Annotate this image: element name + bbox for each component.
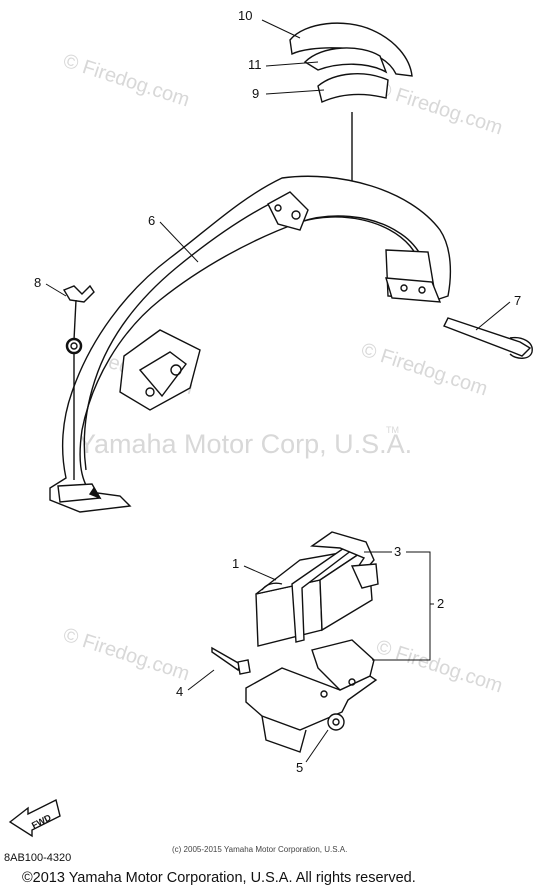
callout-6: 6: [148, 213, 155, 228]
screw-body: [211, 646, 241, 672]
rod-loop: [509, 336, 533, 359]
top-tab-hole-2: [274, 204, 282, 212]
top-tab-hole: [291, 210, 301, 220]
fwd-arrow-shape: [8, 798, 61, 838]
washer-outer: [65, 337, 83, 355]
watermark-firedog-5: © Firedog.com: [373, 636, 505, 698]
leader-2-bracket: [372, 551, 431, 661]
fender-front-bracket: [119, 329, 201, 411]
part-code: 8AB100-4320: [4, 852, 72, 864]
leader-10: [261, 19, 301, 39]
leader-1: [243, 565, 277, 581]
bracket-hole-b: [348, 678, 356, 686]
grommet-inner: [332, 718, 340, 726]
part-1-box: [255, 546, 373, 647]
watermark-tm: TM: [386, 425, 399, 435]
bracket-side: [261, 715, 307, 753]
main-copyright: ©2013 Yamaha Motor Corporation, U.S.A. A…: [22, 870, 416, 886]
leader-5: [305, 729, 329, 763]
leader-9: [265, 89, 325, 95]
fender-outline: [49, 175, 452, 513]
leader-4: [187, 669, 215, 691]
small-copyright: (c) 2005-2015 Yamaha Motor Corporation, …: [172, 845, 348, 854]
callout-2: 2: [437, 596, 444, 611]
wing-nut: [62, 284, 95, 303]
part-3-strap: [291, 531, 379, 643]
fender-inner-line: [83, 195, 287, 471]
callout-8: 8: [34, 275, 41, 290]
leader-7: [475, 301, 511, 331]
box-corner-top: [261, 582, 283, 591]
strap-hook: [350, 563, 379, 589]
washer-inner: [70, 342, 78, 350]
callout-7: 7: [514, 293, 521, 308]
part-2-bracket: [245, 639, 378, 753]
rear-bolt-hole-2: [418, 286, 426, 294]
part-5-grommet: [327, 713, 345, 731]
callout-10: 10: [238, 8, 252, 23]
part-11-plate: [303, 47, 388, 74]
tip-arrow: [88, 486, 102, 500]
leader-lines: [45, 19, 511, 763]
watermark-firedog-4: © Firedog.com: [60, 624, 192, 686]
fender-rear-bracket: [385, 277, 442, 303]
bracket-detail: [138, 351, 187, 398]
callout-5: 5: [296, 760, 303, 775]
watermark-firedog-3: © Firedog.com: [358, 339, 490, 401]
part-10-cover: [289, 22, 413, 77]
fwd-arrow: FWD: [8, 798, 61, 838]
leader-8: [45, 283, 67, 297]
leader-11: [265, 61, 319, 67]
callout-1: 1: [232, 556, 239, 571]
rear-bolt-hole-1: [400, 284, 408, 292]
bracket-base: [245, 667, 378, 731]
part-8-bolt: [62, 284, 95, 480]
bracket-hole-a: [320, 690, 328, 698]
screw-head: [237, 659, 251, 675]
callout-11: 11: [248, 57, 262, 72]
fender: [49, 175, 452, 513]
bracket-hole-2: [145, 387, 155, 397]
grommet-outer: [327, 713, 345, 731]
callout-layer: 10 11 9 6 8 7 1 3 2 4 5: [34, 8, 521, 775]
bolt-shaft: [73, 299, 77, 341]
callout-3: 3: [394, 544, 401, 559]
callout-4: 4: [176, 684, 183, 699]
part-7-rod: [443, 317, 533, 359]
watermark-firedog-2: © Firedog.com: [373, 78, 505, 140]
bracket-arm: [311, 639, 375, 691]
fender-top-tab: [267, 191, 309, 231]
rod-body: [443, 317, 532, 357]
bracket-hole: [170, 364, 182, 376]
watermark-yamaha: Yamaha Motor Corp, U.S.A.: [78, 429, 412, 459]
part-4-screw: [211, 646, 251, 675]
leader-6: [159, 221, 199, 263]
part-9-pad: [317, 73, 389, 103]
watermark-firedog-1: © Firedog.com: [60, 50, 192, 112]
callout-9: 9: [252, 86, 259, 101]
